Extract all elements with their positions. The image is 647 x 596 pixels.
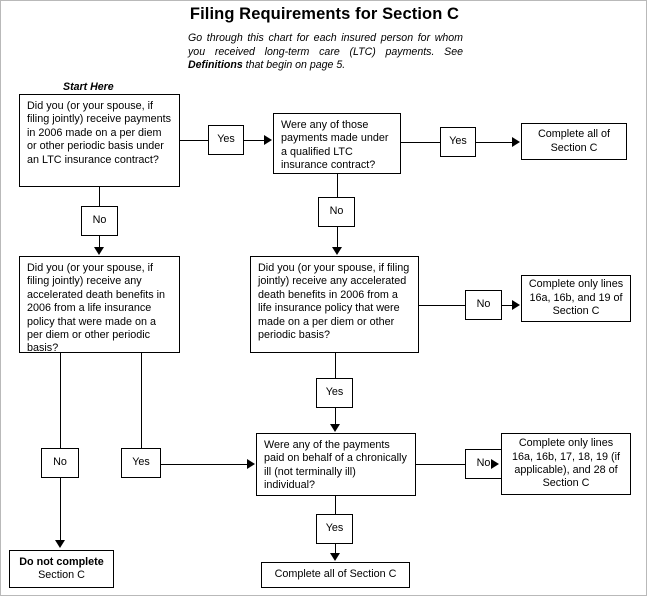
intro-definitions-emphasis: Definitions: [188, 59, 243, 71]
intro-text-post: that begin on page 5.: [242, 59, 346, 71]
arrowhead-to-q4: [332, 247, 342, 255]
outcome-text-complete-all-bottom: Complete all of Section C: [274, 568, 397, 581]
arrowhead-to-do-not-complete: [55, 540, 65, 548]
arrowhead-to-q3: [94, 247, 104, 255]
edge-label-q1-no: No: [81, 206, 118, 236]
connector-q2-to-no: [336, 174, 338, 197]
connector-q3-to-no: [59, 353, 61, 448]
page-title: Filing Requirements for Section C: [189, 5, 460, 23]
arrowhead-to-lines-28: [491, 459, 499, 469]
connector-q4-to-no: [419, 304, 465, 306]
connector-q3-to-yes: [140, 353, 142, 448]
arrowhead-to-q2: [264, 135, 272, 145]
connector-q1-to-no: [98, 187, 100, 206]
arrowhead-to-q5-left: [247, 459, 255, 469]
connector-yes-to-q5-left: [161, 463, 247, 465]
edge-label-q3-no: No: [41, 448, 79, 478]
outcome-box-lines-16a-16b-17-18-19-28: Complete only lines 16a, 16b, 17, 18, 19…: [501, 433, 631, 495]
outcome-text-do-not-complete-rest: Section C: [38, 569, 85, 581]
arrowhead-to-lines-16a-16b-19: [512, 300, 520, 310]
edge-label-q2-no: No: [318, 197, 355, 227]
connector-yes-to-q2: [244, 139, 265, 141]
connector-yes-to-q5: [334, 408, 336, 425]
start-here-label: Start Here: [63, 81, 114, 93]
intro-text-pre: Go through this chart for each insured p…: [188, 32, 463, 58]
question-box-q5: Were any of the payments paid on behalf …: [256, 433, 416, 496]
connector-q5-to-yes: [334, 496, 336, 514]
connector-yes-to-complete-all-top: [476, 141, 513, 143]
edge-label-q5-yes: Yes: [316, 514, 353, 544]
edge-label-q4-no: No: [465, 290, 502, 320]
edge-label-q4-yes: Yes: [316, 378, 353, 408]
edge-label-q3-yes: Yes: [121, 448, 161, 478]
connector-no-to-q3: [98, 236, 100, 248]
connector-q4-to-yes: [334, 353, 336, 378]
edge-label-q1-yes: Yes: [208, 125, 244, 155]
arrowhead-to-complete-all-top: [512, 137, 520, 147]
connector-no-to-q4: [336, 227, 338, 248]
arrowhead-to-q5: [330, 424, 340, 432]
connector-q1-to-yes: [180, 139, 208, 141]
question-box-q3: Did you (or your spouse, if filing joint…: [19, 256, 180, 354]
outcome-text-complete-all-top: Complete all of Section C: [537, 128, 610, 154]
question-box-q1: Did you (or your spouse, if filing joint…: [19, 94, 180, 187]
edge-label-q2-yes: Yes: [440, 127, 476, 157]
outcome-text-lines-16a-16b-19: Complete only lines 16a, 16b, and 19 of …: [528, 278, 624, 318]
connector-yes-to-complete-all-bottom: [334, 544, 336, 554]
arrowhead-to-complete-all-bottom: [330, 553, 340, 561]
outcome-box-lines-16a-16b-19: Complete only lines 16a, 16b, and 19 of …: [521, 275, 631, 322]
outcome-text-lines-16a-16b-17-18-19-28: Complete only lines 16a, 16b, 17, 18, 19…: [511, 437, 621, 490]
intro-paragraph: Go through this chart for each insured p…: [188, 32, 463, 73]
outcome-text-do-not-complete-emphasis: Do not complete: [19, 555, 104, 568]
connector-no-to-do-not-complete: [59, 478, 61, 541]
outcome-box-complete-all-bottom: Complete all of Section C: [261, 562, 410, 588]
connector-q5-to-no: [416, 463, 465, 465]
question-box-q2: Were any of those payments made under a …: [273, 113, 401, 174]
connector-no-to-lines-16a-16b-19: [502, 304, 513, 306]
connector-q2-to-yes: [401, 141, 440, 143]
question-box-q4: Did you (or your spouse, if filing joint…: [250, 256, 419, 353]
outcome-box-complete-all-top: Complete all of Section C: [521, 123, 627, 160]
